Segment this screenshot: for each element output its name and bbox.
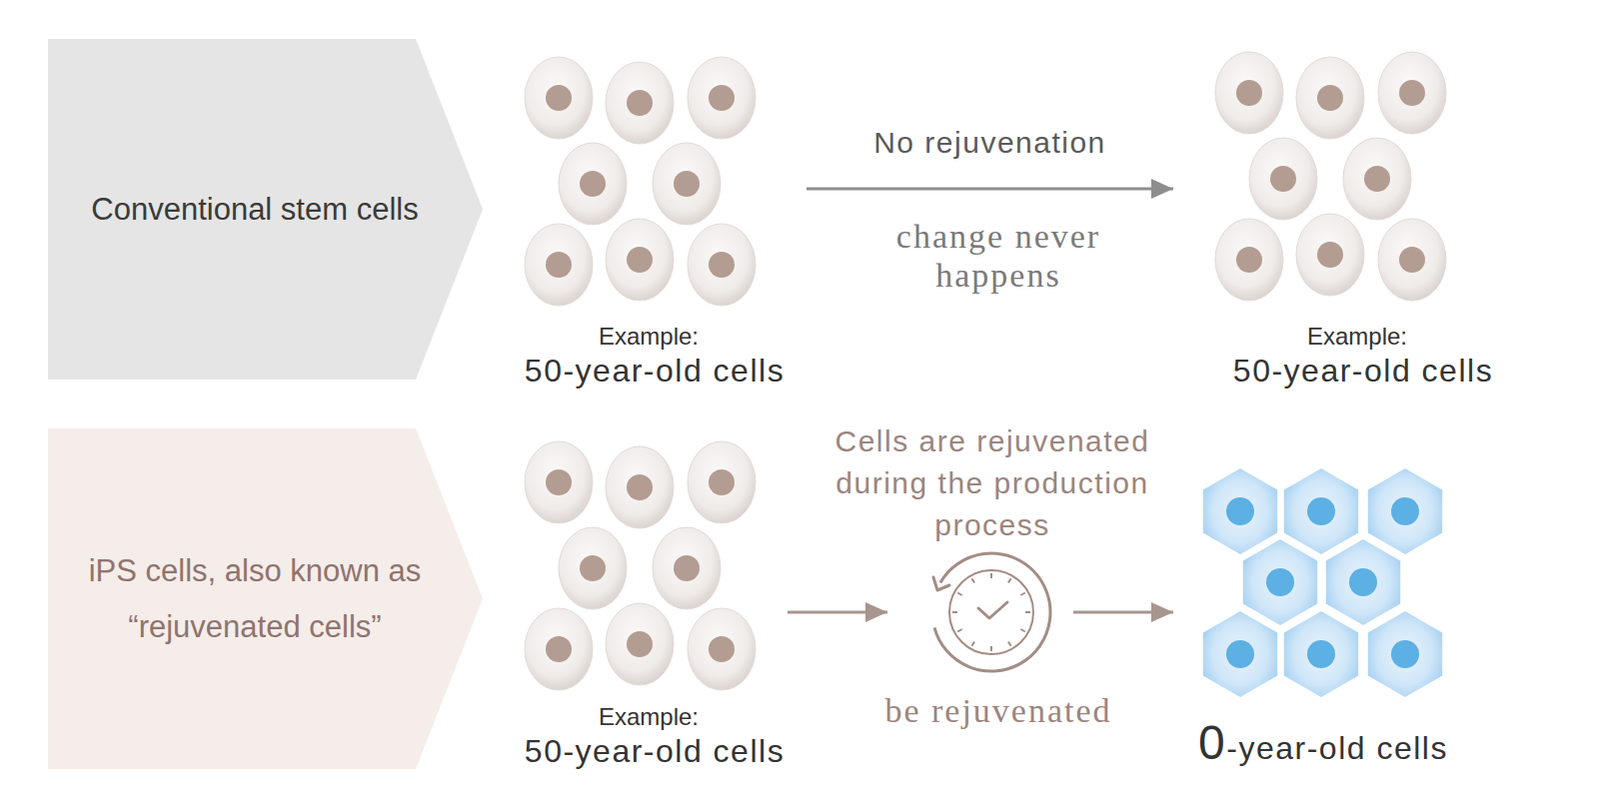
young-cell [1243,539,1318,626]
arrow-head [933,577,950,591]
example-label: Example: [498,703,799,732]
old-cell [1343,137,1412,220]
clock-face [949,570,1034,655]
category-band: Conventional stem cells [47,38,483,380]
old-cell [1378,218,1447,301]
step-caption: be rejuvenated [838,691,1159,732]
old-cell [524,223,593,306]
tick [1008,578,1012,583]
cell-age-label: 50-year-old cells [484,732,825,771]
category-band: iPS cells, also known as “rejuvenated ce… [47,428,483,770]
cell-age-label: 50-year-old cells [484,351,825,390]
edge-label: No rejuvenation [810,124,1171,161]
flow-arrow [1073,611,1174,615]
old-cell [652,142,721,225]
flow-arrow [787,611,888,615]
cell-age-label: 50-year-old cells [1193,351,1534,390]
tick [1020,629,1025,633]
flow-arrow [806,187,1174,191]
cell-cluster: Example:50-year-old cells [1173,50,1488,327]
old-cell [687,223,756,306]
band-shape [47,428,483,770]
old-cell [524,441,593,524]
old-cell-group [1215,51,1447,301]
clock-hands [978,602,1008,619]
young-cell [1326,539,1401,626]
tick [990,573,993,579]
old-cell [558,527,627,610]
young-cell [1368,611,1443,698]
old-cell [524,608,593,691]
clock-ticks [952,573,1031,652]
old-cell [652,527,721,610]
young-cell-group [1203,468,1443,698]
old-cell-group [524,441,756,691]
example-label: Example: [1207,322,1508,351]
example-label: Example: [498,322,799,351]
old-cell [605,603,674,686]
cell-cluster: Example:50-year-old cells [475,55,807,322]
band-fill [47,38,483,380]
tick [972,578,976,583]
old-cell [605,218,674,301]
old-cell [558,142,627,225]
old-cell [687,56,756,139]
band-title: Conventional stem cells [84,181,425,238]
tick [972,641,976,646]
old-cell [1378,51,1447,134]
cell-age-label: 0-year-old cells [1153,718,1494,774]
cell-cluster: 0-year-old cells [1173,469,1474,756]
tick [1025,611,1031,614]
old-cell [524,56,593,139]
cell-cluster: Example:50-year-old cells [493,440,788,785]
edge-note: change never happens [883,216,1114,295]
tick [1020,593,1025,597]
young-cell [1284,611,1359,698]
old-cell [1296,56,1365,139]
tick [957,593,962,597]
tick [957,629,962,633]
tick [1008,641,1012,646]
old-cell [605,446,674,529]
band-title: iPS cells, also known as “rejuvenated ce… [84,543,425,656]
old-cell [687,608,756,691]
clock-icon [933,553,1051,672]
young-cell [1203,611,1278,698]
old-cell [605,61,674,144]
old-cell [1215,51,1284,134]
tick [990,646,993,652]
old-cell [1296,213,1365,296]
young-cell [1203,468,1278,555]
young-cell [1368,468,1443,555]
young-cell [1284,468,1359,555]
process-note: Cells are rejuvenated during the product… [802,420,1183,547]
old-cell-group [524,56,756,306]
old-cell [1249,137,1318,220]
circular-arrow [934,553,1051,672]
old-cell [1215,218,1284,301]
band-fill [47,428,483,770]
tick [952,611,958,614]
old-cell [687,441,756,524]
clock-step: Cells are rejuvenated during the product… [887,553,1074,672]
